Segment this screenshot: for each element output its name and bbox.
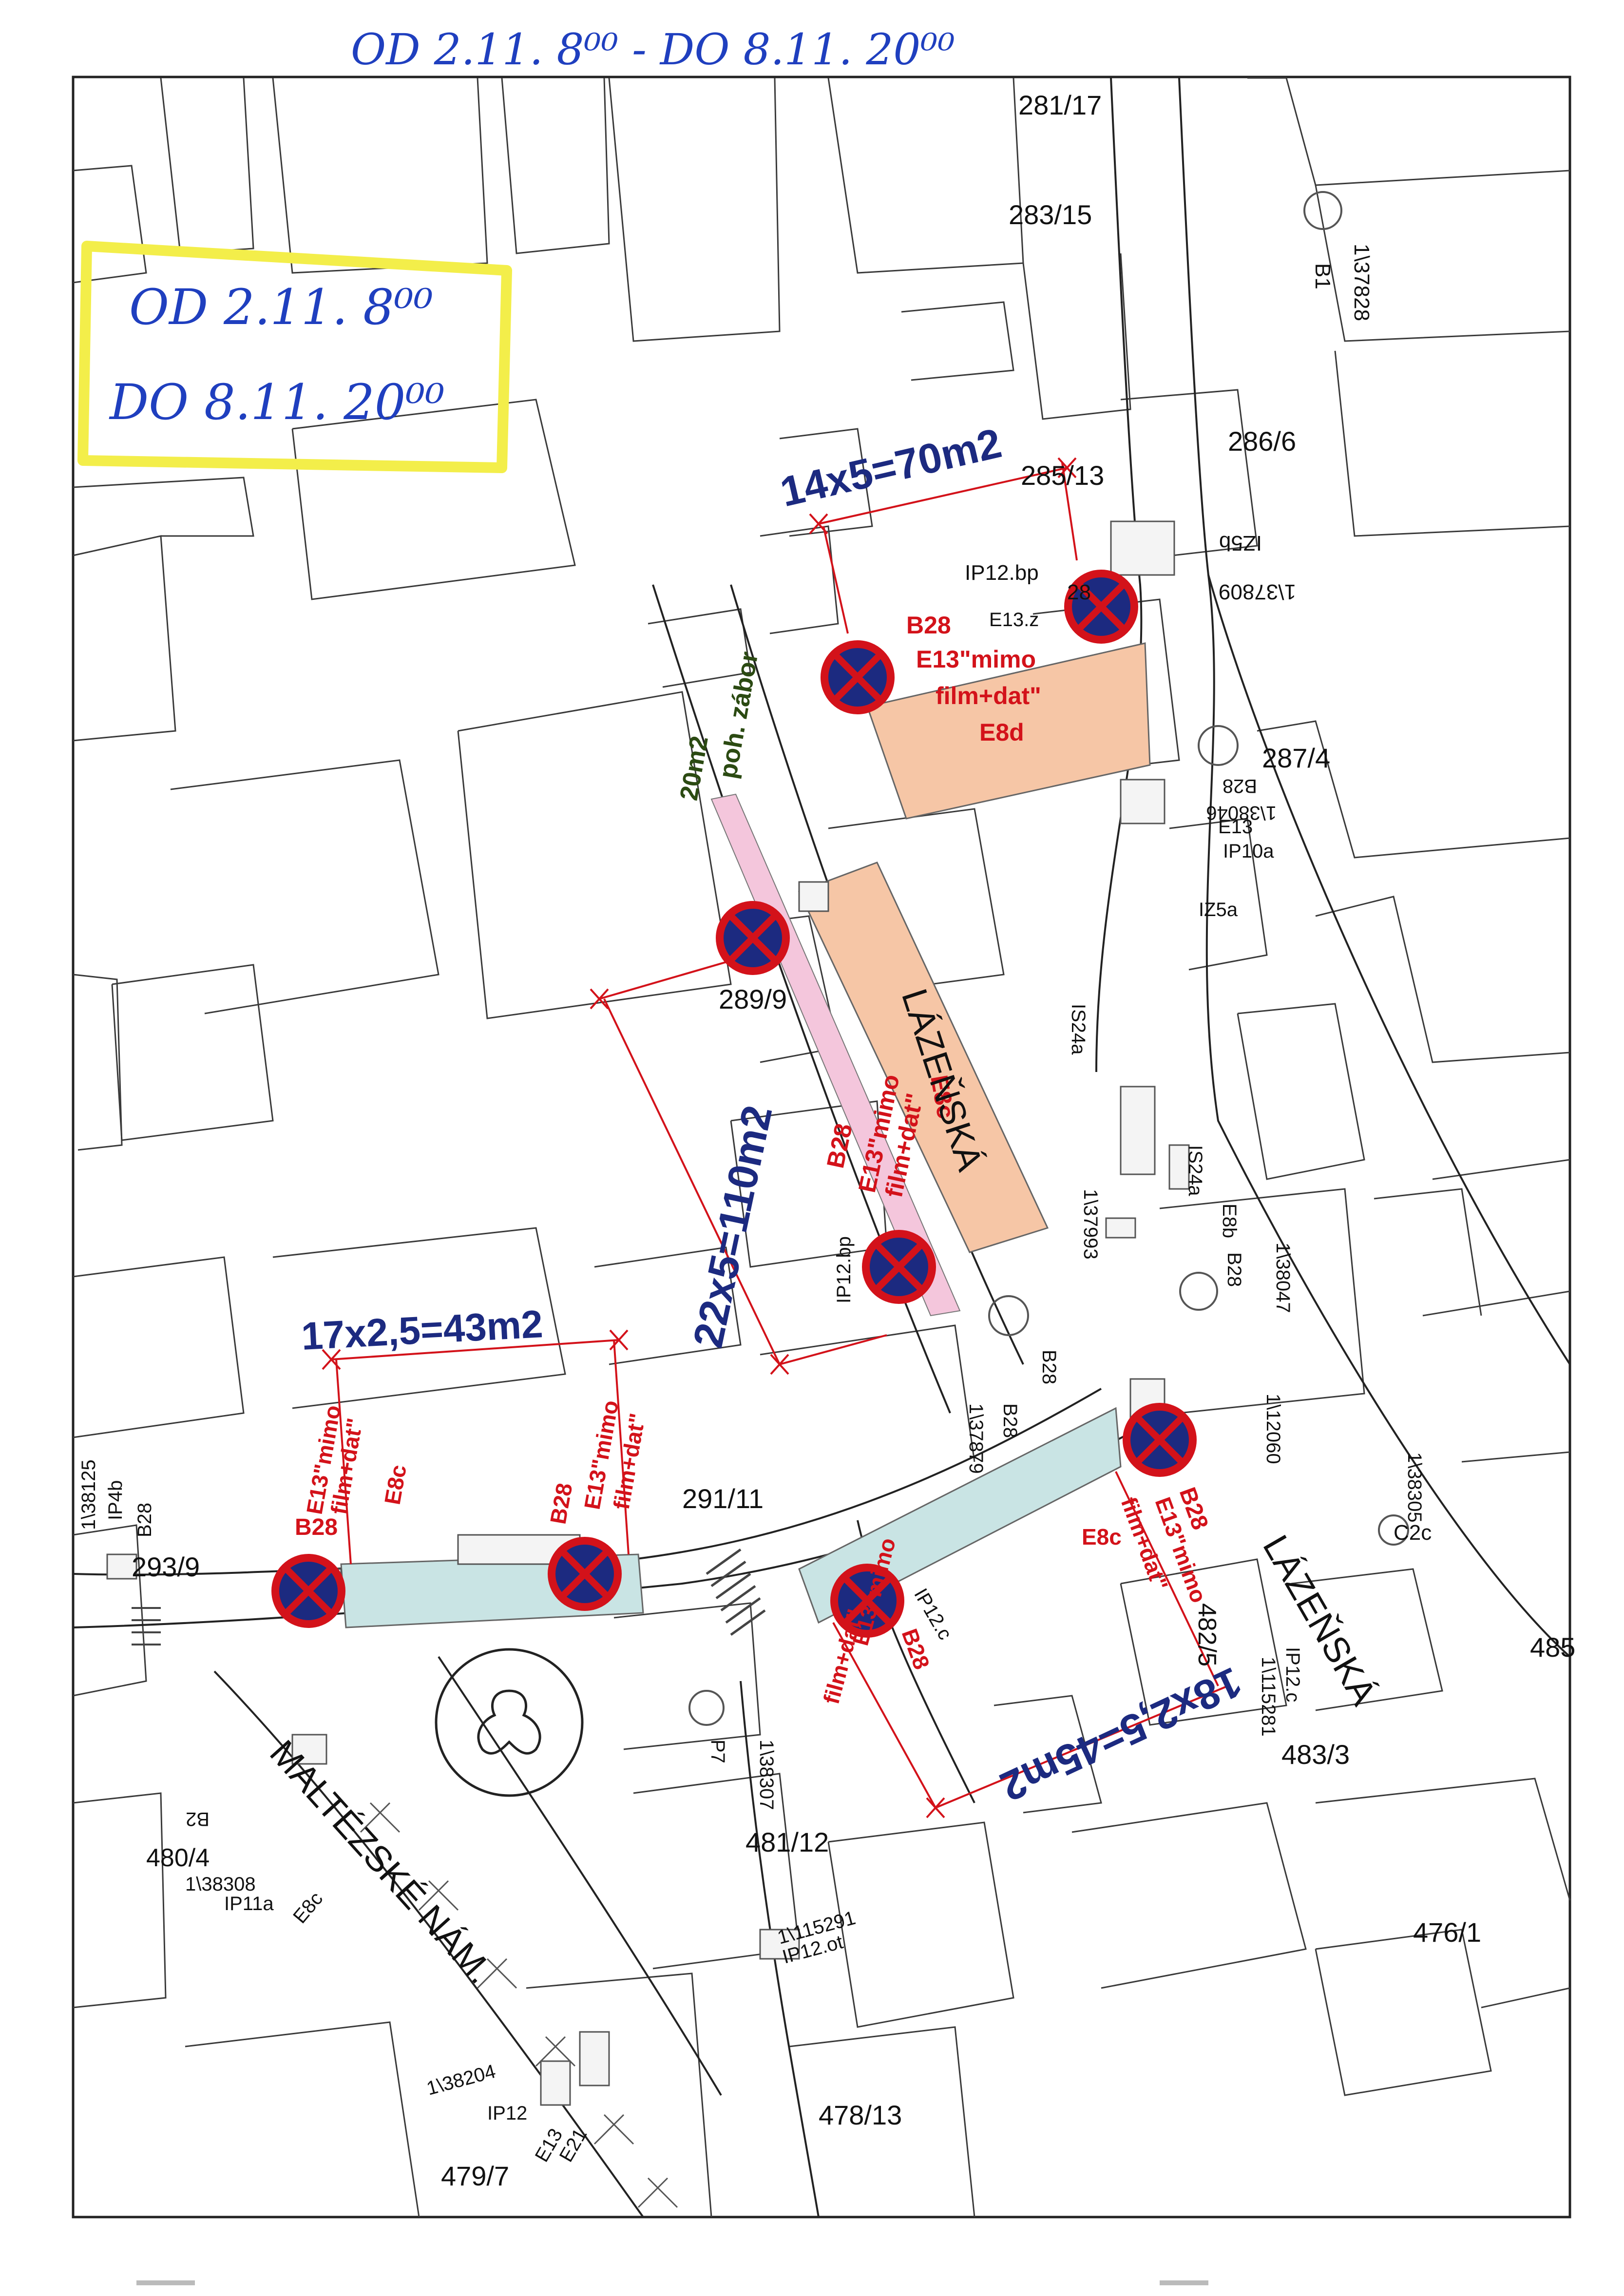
no-stopping-sign-2 bbox=[1064, 570, 1138, 644]
svg-text:B28: B28 bbox=[295, 1514, 338, 1540]
parcel-outlines bbox=[73, 77, 1571, 2218]
svg-text:1\12060: 1\12060 bbox=[1262, 1394, 1284, 1464]
svg-text:IP12.c: IP12.c bbox=[1282, 1647, 1303, 1702]
svg-text:IP10a: IP10a bbox=[1223, 841, 1274, 862]
svg-text:28: 28 bbox=[1067, 580, 1091, 604]
svg-text:281/17: 281/17 bbox=[1018, 90, 1102, 120]
no-stopping-sign-4 bbox=[862, 1230, 936, 1304]
yellow-highlight-box bbox=[77, 241, 512, 473]
svg-text:1\38047: 1\38047 bbox=[1272, 1243, 1294, 1313]
map-frame bbox=[72, 76, 1571, 2219]
svg-text:E13.z: E13.z bbox=[989, 609, 1039, 631]
svg-text:1\37828: 1\37828 bbox=[1350, 244, 1374, 321]
svg-text:289/9: 289/9 bbox=[719, 984, 787, 1014]
svg-text:287/4: 287/4 bbox=[1262, 743, 1330, 773]
closure-zone-2 bbox=[798, 861, 1049, 1253]
svg-text:480/4: 480/4 bbox=[146, 1844, 210, 1872]
no-stopping-sign-5 bbox=[1123, 1403, 1197, 1477]
svg-text:1\38305: 1\38305 bbox=[1404, 1452, 1425, 1523]
pedestrian-crossing-2 bbox=[132, 1607, 161, 1645]
svg-text:E13"mimo: E13"mimo bbox=[916, 646, 1036, 673]
svg-text:B28: B28 bbox=[1223, 1252, 1245, 1287]
header-date-note: OD 2.11. 8⁰⁰ - DO 8.11. 20⁰⁰ bbox=[351, 24, 955, 75]
svg-text:476/1: 476/1 bbox=[1413, 1917, 1481, 1948]
svg-text:E8b: E8b bbox=[1219, 1204, 1240, 1238]
no-stopping-sign-7 bbox=[548, 1537, 622, 1611]
dimension-ticks bbox=[322, 457, 1077, 1818]
svg-text:IP4b: IP4b bbox=[105, 1480, 126, 1520]
no-stopping-sign-8 bbox=[830, 1564, 904, 1638]
svg-text:P7: P7 bbox=[707, 1740, 728, 1763]
svg-text:IP12.bp: IP12.bp bbox=[965, 561, 1039, 585]
svg-text:E8d: E8d bbox=[979, 719, 1024, 746]
svg-text:B28: B28 bbox=[999, 1403, 1021, 1438]
no-stopping-sign-6 bbox=[271, 1554, 345, 1628]
svg-text:485: 485 bbox=[1530, 1632, 1575, 1663]
svg-text:IP11a: IP11a bbox=[224, 1893, 274, 1914]
svg-text:1\38046: 1\38046 bbox=[1206, 802, 1277, 823]
svg-text:283/15: 283/15 bbox=[1009, 199, 1092, 230]
no-stopping-sign-1 bbox=[821, 640, 895, 714]
svg-text:478/13: 478/13 bbox=[819, 2100, 902, 2130]
svg-text:B28: B28 bbox=[1038, 1350, 1060, 1384]
svg-text:B28: B28 bbox=[134, 1503, 155, 1537]
svg-text:IZ5a: IZ5a bbox=[1199, 899, 1238, 920]
svg-text:1\38307: 1\38307 bbox=[756, 1740, 777, 1810]
svg-text:286/6: 286/6 bbox=[1228, 426, 1296, 457]
svg-text:1\38308: 1\38308 bbox=[185, 1874, 256, 1895]
svg-text:293/9: 293/9 bbox=[132, 1551, 200, 1582]
svg-text:1\37993: 1\37993 bbox=[1080, 1189, 1101, 1260]
svg-text:285/13: 285/13 bbox=[1021, 460, 1104, 491]
svg-text:482/5: 482/5 bbox=[1193, 1603, 1221, 1666]
svg-text:479/7: 479/7 bbox=[441, 2161, 509, 2191]
svg-text:B28: B28 bbox=[1223, 775, 1257, 797]
svg-text:IS24a: IS24a bbox=[1185, 1145, 1206, 1196]
svg-text:1\37879: 1\37879 bbox=[965, 1403, 987, 1474]
svg-text:film+dat": film+dat" bbox=[936, 682, 1041, 709]
scan-marks bbox=[136, 2280, 1208, 2285]
svg-text:B1: B1 bbox=[1311, 263, 1335, 289]
svg-text:E8c: E8c bbox=[1082, 1524, 1122, 1550]
svg-text:481/12: 481/12 bbox=[745, 1827, 829, 1857]
parcel-numbers: 281/17 283/15 286/6 285/13 287/4 289/9 2… bbox=[132, 90, 1575, 2191]
minor-sign-circles bbox=[688, 191, 1409, 1726]
svg-text:B28: B28 bbox=[906, 612, 951, 639]
svg-text:IZ5b: IZ5b bbox=[1219, 531, 1262, 555]
yellow-box-line-1: OD 2.11. 8⁰⁰ bbox=[129, 279, 433, 336]
svg-text:IP12: IP12 bbox=[487, 2103, 527, 2124]
no-stopping-sign-3 bbox=[716, 901, 790, 975]
closure-zone-1 bbox=[866, 642, 1151, 820]
svg-text:IP12.bp: IP12.bp bbox=[833, 1236, 855, 1303]
svg-text:483/3: 483/3 bbox=[1281, 1739, 1350, 1770]
yellow-box-line-2: DO 8.11. 20⁰⁰ bbox=[109, 374, 445, 431]
pedestrian-crossing bbox=[706, 1548, 766, 1636]
svg-text:E13: E13 bbox=[1218, 816, 1253, 838]
tram-hatch bbox=[360, 1802, 678, 2208]
svg-text:1\38125: 1\38125 bbox=[78, 1459, 99, 1530]
roundabout bbox=[435, 1648, 584, 1797]
svg-text:1\37809: 1\37809 bbox=[1219, 580, 1296, 604]
svg-text:B2: B2 bbox=[186, 1808, 210, 1830]
svg-text:1\115281: 1\115281 bbox=[1258, 1657, 1279, 1737]
roundabout-center-icon bbox=[477, 1689, 541, 1755]
svg-text:IS24a: IS24a bbox=[1068, 1004, 1089, 1055]
svg-text:C2c: C2c bbox=[1394, 1521, 1432, 1545]
svg-text:291/11: 291/11 bbox=[682, 1483, 764, 1514]
